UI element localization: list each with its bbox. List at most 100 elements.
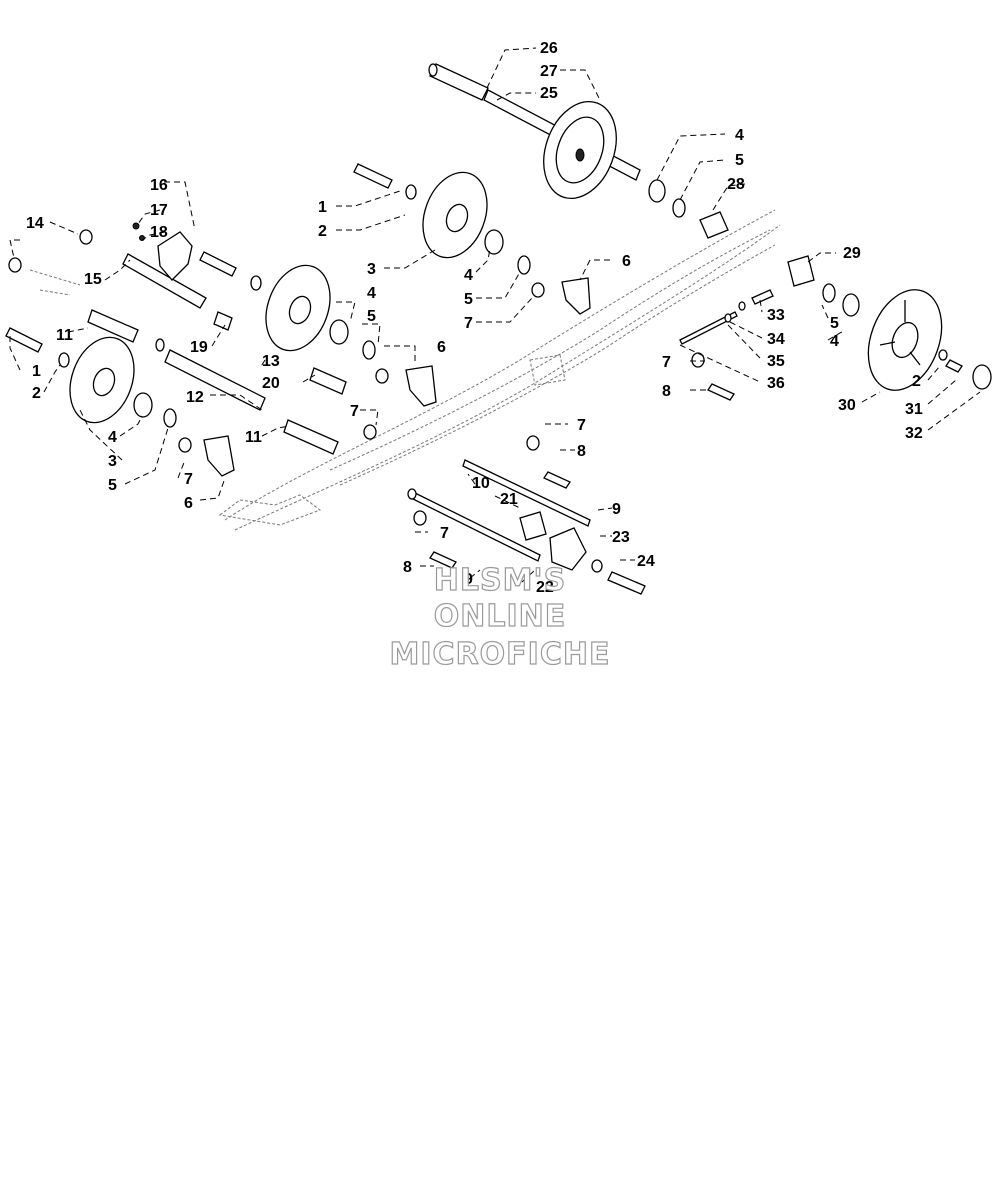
callout-4-b: 4 — [464, 267, 473, 284]
callout-34: 34 — [767, 331, 785, 348]
shaft-20 — [309, 367, 347, 395]
callout-7-a: 7 — [464, 315, 473, 332]
callout-20: 20 — [262, 375, 280, 392]
ring-5-right — [822, 283, 836, 303]
leader-lines — [9, 47, 981, 583]
washer-2-right — [938, 349, 948, 361]
bearing-4-upper — [484, 229, 504, 255]
callout-17: 17 — [150, 202, 168, 219]
washer-23 — [591, 559, 603, 573]
bushing-14-b — [79, 229, 93, 245]
callout-8-a: 8 — [577, 443, 586, 460]
slide-rail-frame — [29, 209, 781, 531]
callout-4-c: 4 — [367, 285, 376, 302]
ring-5-rear — [672, 198, 686, 218]
callout-30: 30 — [838, 397, 856, 414]
bolt-1-front — [5, 327, 43, 353]
bolt-8-b — [543, 471, 571, 489]
callout-23: 23 — [612, 529, 630, 546]
bolt-31 — [945, 359, 963, 373]
callout-4-a: 4 — [735, 127, 744, 144]
rear-wheel — [543, 100, 617, 200]
bracket-6-upper — [561, 277, 591, 315]
callout-1-b: 1 — [32, 363, 41, 380]
callout-31: 31 — [905, 401, 923, 418]
shaft-9-upper — [462, 459, 591, 527]
shaft-13 — [164, 349, 266, 411]
callout-10: 10 — [472, 475, 490, 492]
callout-8-b: 8 — [662, 383, 671, 400]
callout-5-a: 5 — [735, 152, 744, 169]
callout-27: 27 — [540, 63, 558, 80]
callout-32: 32 — [905, 425, 923, 442]
adjuster-29 — [787, 255, 815, 287]
front-wheel — [69, 336, 135, 424]
upper-middle-wheel — [422, 171, 488, 259]
callout-12: 12 — [186, 389, 204, 406]
callout-13: 13 — [262, 353, 280, 370]
callout-5-c: 5 — [367, 308, 376, 325]
callout-22: 22 — [536, 579, 554, 596]
watermark-line-1: HLSM'S — [434, 563, 566, 598]
nut-7-a — [531, 282, 545, 298]
watermark-line-2: ONLINE — [434, 599, 567, 634]
block-22 — [549, 527, 587, 571]
callout-2-a: 2 — [318, 223, 327, 240]
watermark: HLSM'S ONLINE MICROFICHE — [389, 562, 610, 672]
callout-6-b: 6 — [437, 339, 446, 356]
right-wheel — [867, 289, 943, 391]
callout-7-f: 7 — [440, 525, 449, 542]
bushing-21 — [519, 511, 547, 541]
callout-11-b: 11 — [245, 429, 262, 446]
nut-7-c — [363, 424, 377, 440]
pin-17 — [132, 222, 140, 230]
arm-16 — [157, 231, 193, 281]
callout-28: 28 — [727, 176, 745, 193]
washer-2-front — [58, 352, 70, 368]
callout-7-b: 7 — [350, 403, 359, 420]
shaft-9-lower — [410, 491, 541, 562]
callout-7-e: 7 — [662, 354, 671, 371]
washer-10 — [407, 488, 417, 500]
callout-7-c: 7 — [184, 471, 193, 488]
callout-24: 24 — [637, 553, 655, 570]
callout-25: 25 — [540, 85, 558, 102]
callout-2-c: 2 — [912, 373, 921, 390]
callout-11-a: 11 — [56, 327, 73, 344]
bracket-6-front — [203, 435, 235, 477]
callout-19: 19 — [190, 339, 208, 356]
callout-33: 33 — [767, 307, 785, 324]
center-wheel — [265, 264, 331, 352]
washer-2-center — [250, 275, 262, 291]
nut-7-f — [526, 435, 540, 451]
callout-18: 18 — [150, 224, 168, 241]
callout-2-b: 2 — [32, 385, 41, 402]
shaft-11-upper — [87, 309, 139, 343]
bolt-8-c — [429, 551, 457, 569]
callout-15: 15 — [84, 271, 102, 288]
bearing-4-front — [133, 392, 153, 418]
bearing-4-center — [329, 319, 349, 345]
tube-15 — [122, 253, 207, 309]
callout-21: 21 — [500, 491, 518, 508]
callout-9-a: 9 — [612, 501, 621, 518]
callout-16: 16 — [150, 177, 168, 194]
adjuster-bolt-36 — [679, 311, 738, 345]
callout-4-e: 4 — [830, 333, 839, 350]
callout-6-c: 6 — [184, 495, 193, 512]
callout-3-a: 3 — [367, 261, 376, 278]
nut-7-g — [413, 510, 427, 526]
callout-6-a: 6 — [622, 253, 631, 270]
bolt-8-a — [707, 383, 735, 401]
nut-7-d — [178, 437, 192, 453]
bolt-24 — [607, 571, 646, 595]
bushing-14-a — [8, 257, 22, 273]
bolt-1-upper — [353, 163, 393, 189]
nut-35 — [724, 313, 732, 323]
ring-5-upper — [517, 255, 531, 275]
callout-labels: 26 27 25 4 5 28 16 17 18 14 15 1 2 3 4 5… — [26, 40, 923, 596]
callout-14: 14 — [26, 215, 44, 232]
callout-26: 26 — [540, 40, 558, 57]
washer-2-upper — [405, 184, 417, 200]
